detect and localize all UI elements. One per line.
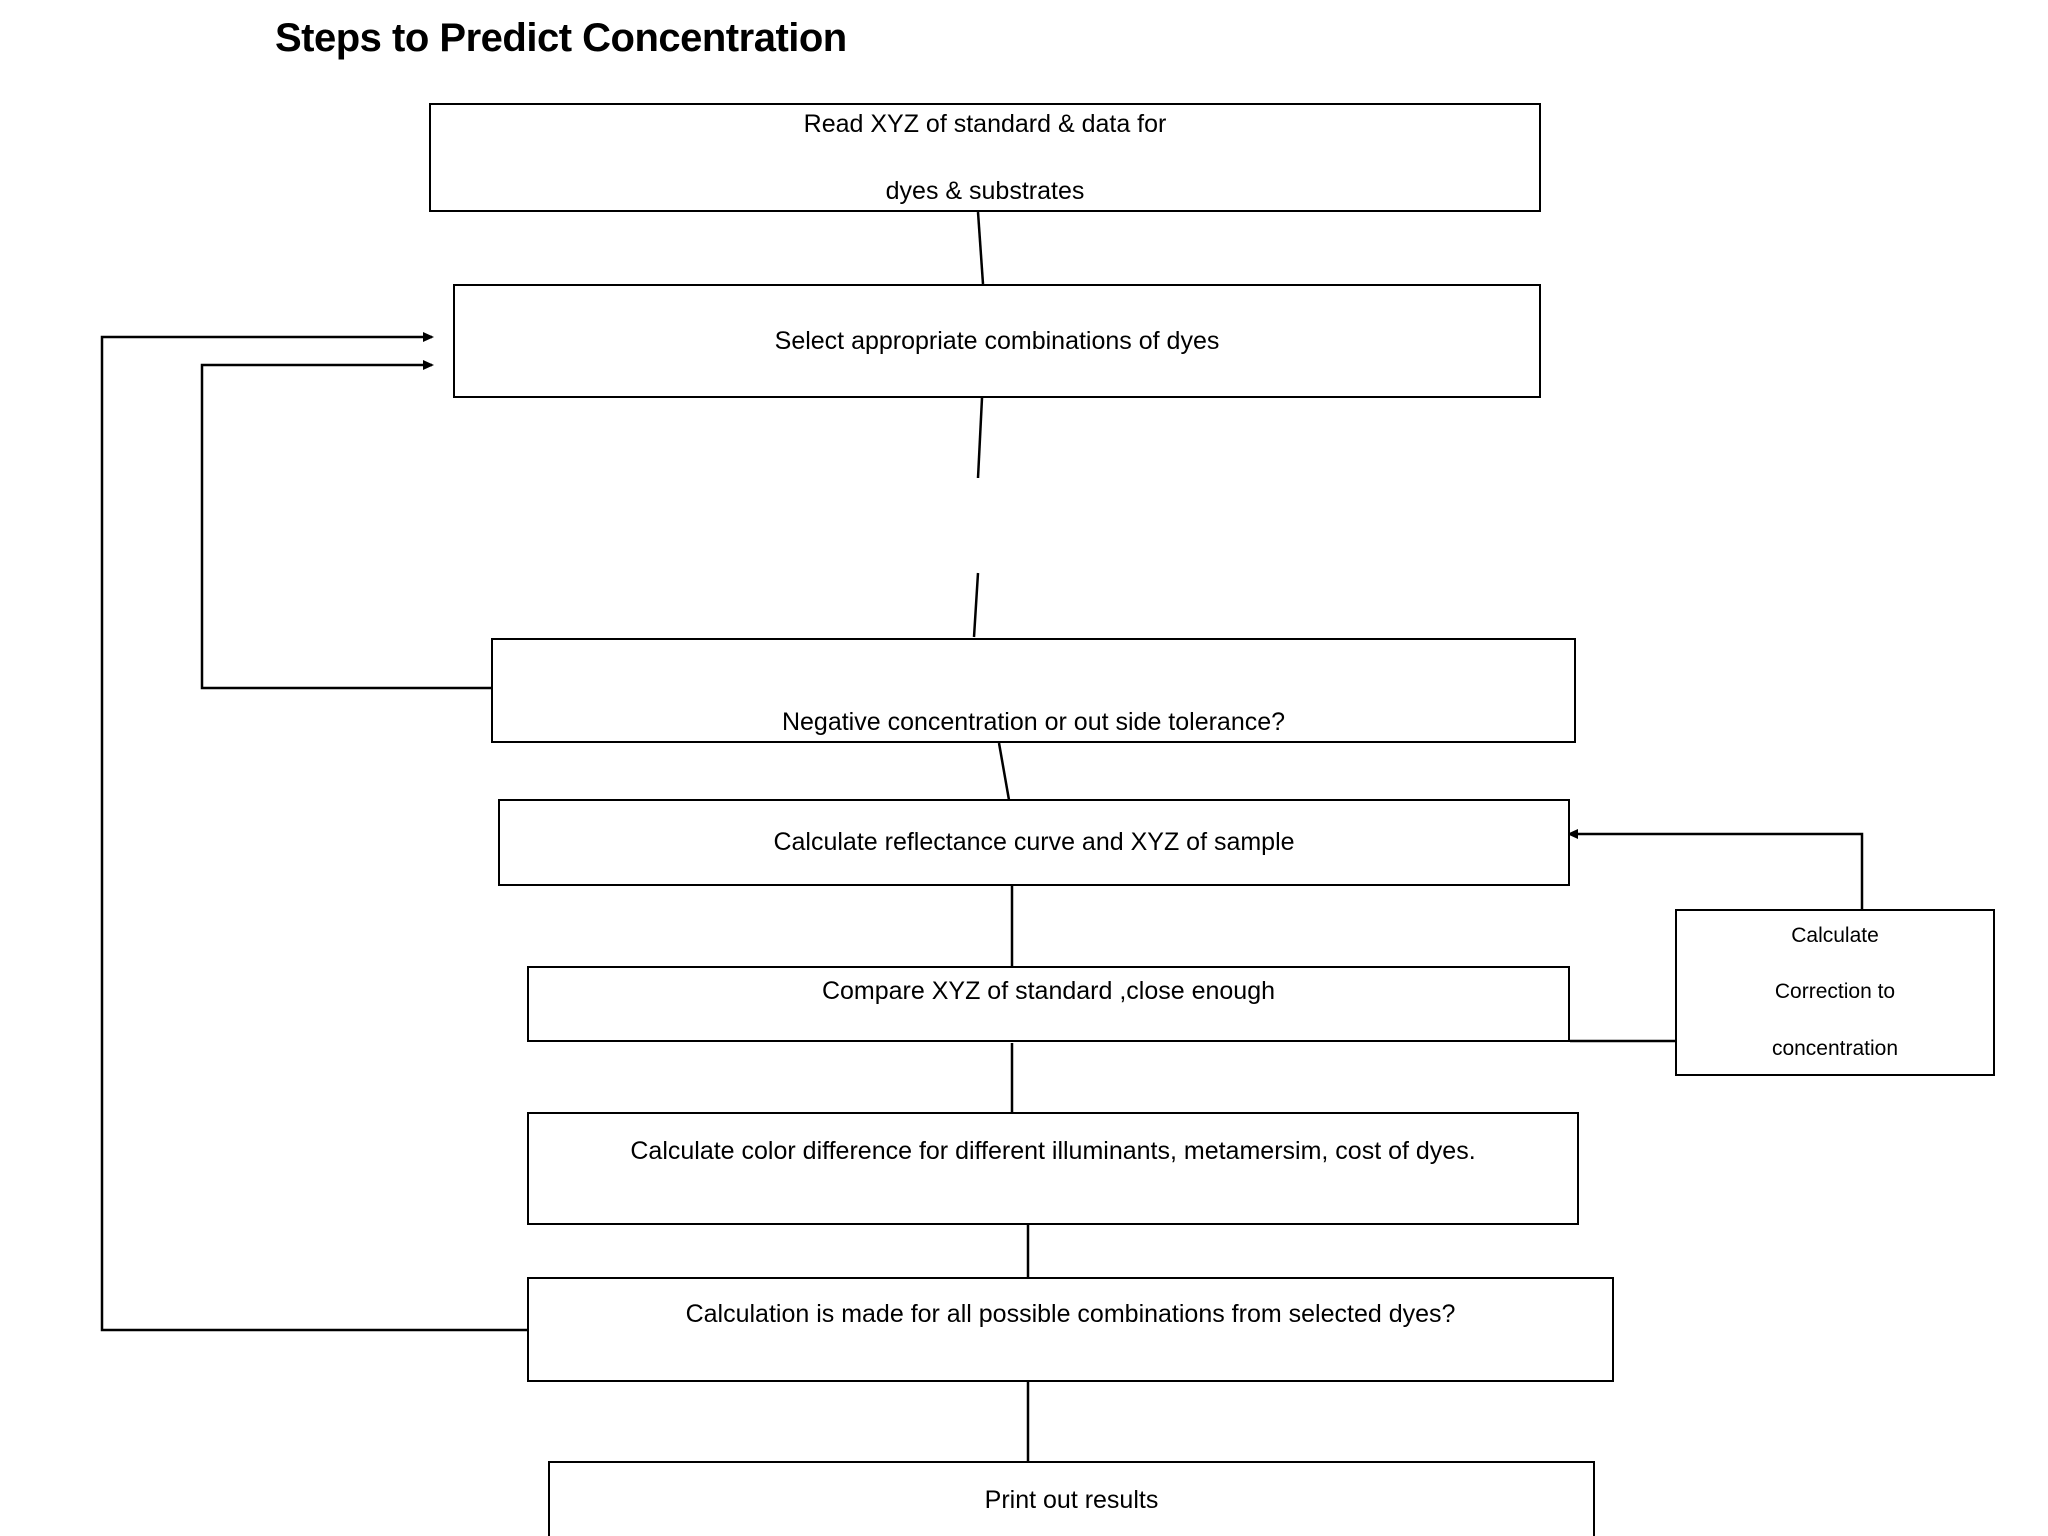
page-title: Steps to Predict Concentration xyxy=(275,16,847,60)
node-negative-concentration-label: Negative concentration or out side toler… xyxy=(781,707,1286,736)
node-calculate-correction-line-1: Calculate xyxy=(1791,924,1879,948)
node-read-xyz[interactable]: Read XYZ of standard & data for dyes & s… xyxy=(429,103,1541,212)
edge-select-to-negative-lower xyxy=(972,572,980,638)
node-read-xyz-line-1: Read XYZ of standard & data for xyxy=(803,110,1167,139)
node-compare-xyz-label: Compare XYZ of standard ,close enough xyxy=(821,977,1276,1005)
edge-negative-feedback-to-select xyxy=(200,360,493,690)
node-print-results-label: Print out results xyxy=(984,1486,1159,1514)
node-calculate-correction-line-2: Correction to xyxy=(1774,980,1896,1004)
node-compare-xyz[interactable]: Compare XYZ of standard ,close enough xyxy=(527,966,1570,1042)
node-read-xyz-line-2: dyes & substrates xyxy=(885,176,1085,205)
edge-select-to-negative xyxy=(976,397,984,479)
node-calculate-color-difference[interactable]: Calculate color difference for different… xyxy=(527,1112,1579,1225)
edge-read-to-select xyxy=(976,211,985,285)
node-calculate-correction-line-3: concentration xyxy=(1771,1036,1899,1060)
node-all-combinations-label: Calculation is made for all possible com… xyxy=(685,1300,1456,1328)
node-all-combinations[interactable]: Calculation is made for all possible com… xyxy=(527,1277,1614,1382)
node-select-dyes-label: Select appropriate combinations of dyes xyxy=(774,326,1220,355)
node-calculate-reflectance-label: Calculate reflectance curve and XYZ of s… xyxy=(773,828,1295,857)
node-select-dyes[interactable]: Select appropriate combinations of dyes xyxy=(453,284,1541,398)
node-negative-concentration[interactable]: Negative concentration or out side toler… xyxy=(491,638,1576,743)
node-calculate-reflectance[interactable]: Calculate reflectance curve and XYZ of s… xyxy=(498,799,1570,886)
node-print-results[interactable]: Print out results xyxy=(548,1461,1595,1536)
node-calculate-correction[interactable]: Calculate Correction to concentration xyxy=(1675,909,1995,1076)
node-calculate-color-difference-label: Calculate color difference for different… xyxy=(630,1137,1476,1165)
edge-allcombos-feedback-to-select xyxy=(100,332,527,1332)
edge-negative-to-reflectance xyxy=(997,742,1011,801)
edge-correction-to-reflectance xyxy=(1567,829,1864,910)
